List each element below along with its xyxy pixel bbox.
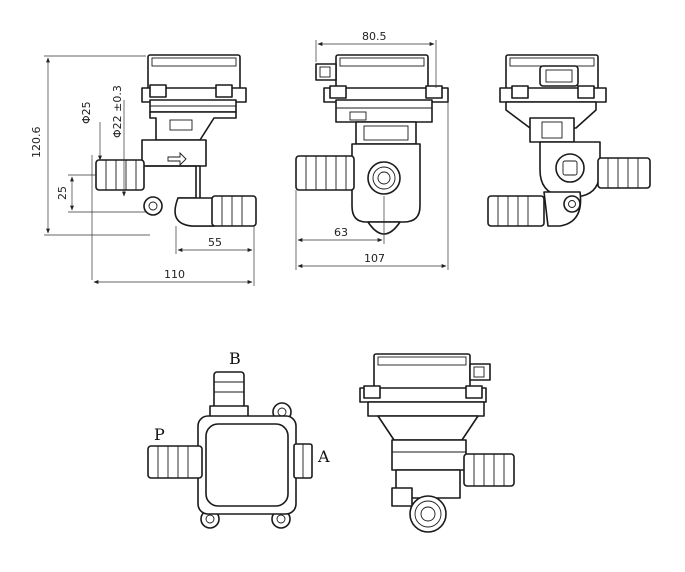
view-front: 80.5 63 107 — [295, 30, 449, 270]
view-rear — [359, 353, 515, 533]
dim-inner-diameter: Φ22 ±0.3 — [111, 85, 124, 138]
view-side-right — [487, 54, 651, 227]
dim-width-left-view: 110 — [164, 268, 185, 281]
dim-width-top: 80.5 — [362, 30, 387, 43]
view-top: B P A — [147, 349, 330, 529]
barb-front — [295, 155, 355, 191]
dim-width-front-view: 107 — [364, 252, 385, 265]
port-p-barb — [147, 445, 203, 479]
barb-left — [95, 159, 145, 191]
barb-right — [211, 195, 257, 227]
barb-right-view-left — [487, 195, 545, 227]
dim-center-offset: 63 — [334, 226, 348, 239]
barb-right-view-right — [597, 157, 651, 189]
dim-port-offset: 25 — [56, 186, 69, 200]
port-label-a: A — [317, 447, 330, 466]
port-label-b: B — [229, 349, 241, 368]
port-label-p: P — [154, 425, 165, 444]
dim-overall-height: 120.6 — [30, 127, 43, 159]
barb-rear — [463, 453, 515, 487]
dim-port-span: 55 — [208, 236, 222, 249]
dim-outer-diameter: Φ25 — [80, 101, 93, 124]
port-b-barb — [213, 371, 245, 409]
view-side-left: 120.6 Φ25 Φ22 ±0.3 25 55 110 — [30, 54, 257, 286]
